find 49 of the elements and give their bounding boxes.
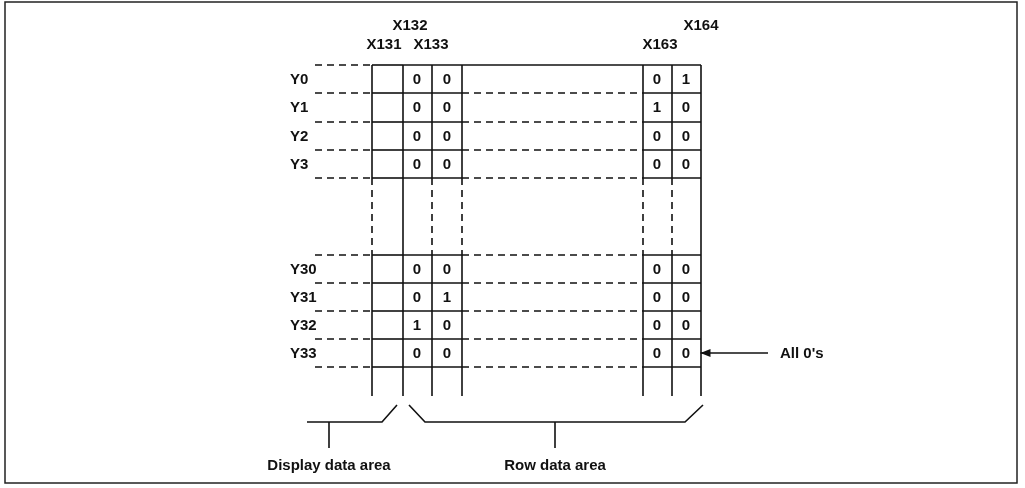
row-label: Y31 [290,288,317,306]
bit-value: 0 [681,316,691,334]
bit-value: 1 [652,98,662,116]
bit-value: 0 [442,316,452,334]
bit-value: 0 [652,316,662,334]
bit-value: 0 [412,260,422,278]
row-label: Y0 [290,70,309,88]
row-label: Y1 [290,98,309,116]
bit-value: 0 [681,155,691,173]
row-label: Y33 [290,344,317,362]
column-header: X133 [413,35,449,53]
bit-value: 1 [681,70,691,88]
arrow [699,349,769,357]
bit-value: 1 [412,316,422,334]
bit-value: 0 [652,155,662,173]
bit-value: 0 [652,344,662,362]
bit-value: 0 [681,288,691,306]
bit-value: 0 [442,70,452,88]
bit-value: 0 [681,98,691,116]
bit-value: 1 [442,288,452,306]
bit-value: 0 [412,288,422,306]
row-label: Y2 [290,127,309,145]
bit-value: 0 [412,155,422,173]
column-header: X163 [642,35,678,53]
bit-value: 0 [681,344,691,362]
bit-value: 0 [652,70,662,88]
bit-value: 0 [652,127,662,145]
bit-value: 0 [442,127,452,145]
column-header: X132 [392,16,428,34]
row-label: Y30 [290,260,317,278]
column-header: X131 [366,35,402,53]
bit-value: 0 [681,127,691,145]
area-label: Row data area [504,456,606,474]
area-label: Display data area [267,456,391,474]
note-text: All 0's [780,344,824,362]
bit-value: 0 [412,127,422,145]
bit-value: 0 [412,70,422,88]
bit-value: 0 [442,260,452,278]
bit-value: 0 [442,155,452,173]
column-header: X164 [683,16,719,34]
row-label: Y3 [290,155,309,173]
bit-value: 0 [442,344,452,362]
row-label: Y32 [290,316,317,334]
bit-value: 0 [412,344,422,362]
bit-value: 0 [681,260,691,278]
bit-value: 0 [442,98,452,116]
bit-value: 0 [652,260,662,278]
bit-value: 0 [412,98,422,116]
bit-value: 0 [652,288,662,306]
